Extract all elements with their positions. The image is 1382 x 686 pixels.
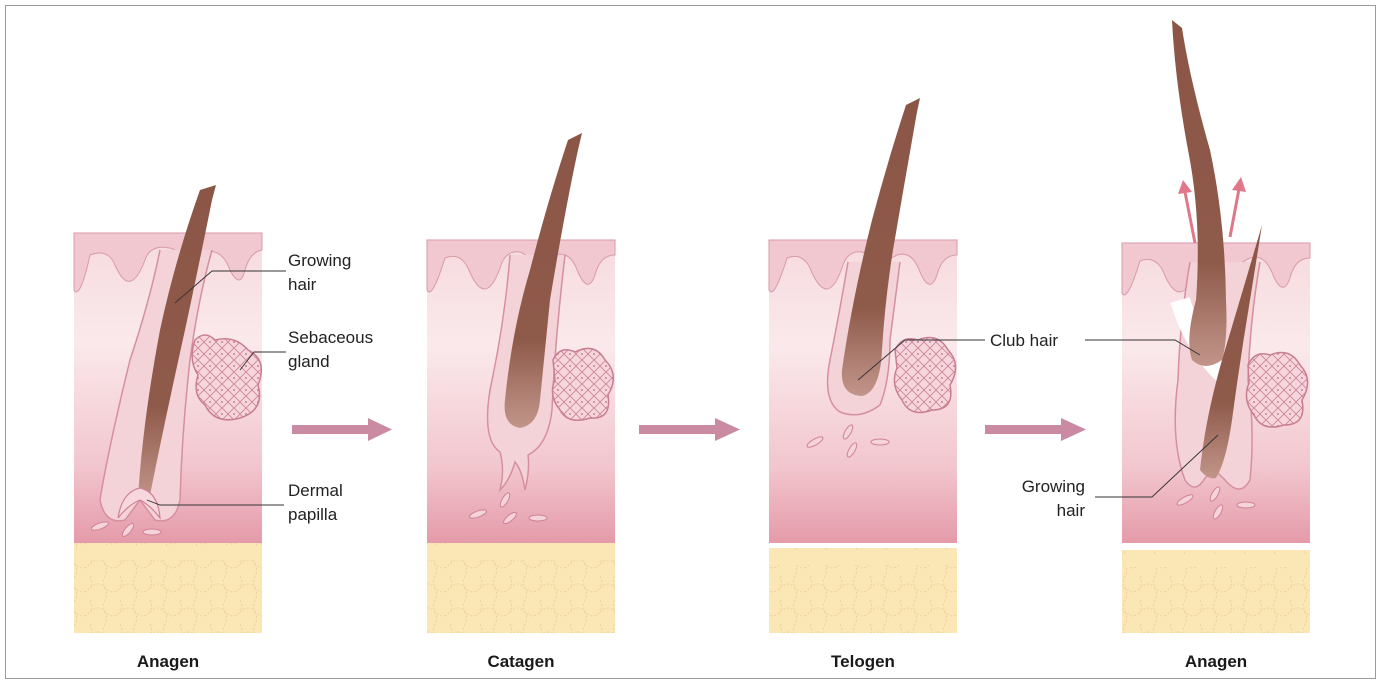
caption-stage-3: Telogen (831, 652, 895, 671)
caption-stage-4: Anagen (1185, 652, 1247, 671)
transition-arrow-1 (292, 418, 392, 441)
sebaceous-gland (552, 348, 613, 420)
caption-stage-2: Catagen (487, 652, 554, 671)
sebaceous-gland (1246, 353, 1307, 428)
label-growing-hair-line1: Growing (288, 251, 351, 270)
label-dermal-line1: Dermal (288, 481, 343, 500)
label-growing-hair-b-line1: Growing (1022, 477, 1085, 496)
label-sebaceous-line1: Sebaceous (288, 328, 373, 347)
label-growing-hair-line2: hair (288, 275, 317, 294)
label-sebaceous-line2: gland (288, 352, 330, 371)
transition-arrow-2 (639, 418, 740, 441)
transition-arrow-3 (985, 418, 1086, 441)
sebaceous-gland (894, 338, 955, 413)
stage-anagen-2: Growing hair Anagen (1022, 20, 1310, 671)
label-club-hair: Club hair (990, 331, 1058, 350)
stage-catagen: Catagen (427, 133, 615, 671)
label-growing-hair-b-line2: hair (1057, 501, 1086, 520)
label-dermal-line2: papilla (288, 505, 338, 524)
stage-telogen: Club hair Telogen (769, 98, 1058, 671)
caption-stage-1: Anagen (137, 652, 199, 671)
